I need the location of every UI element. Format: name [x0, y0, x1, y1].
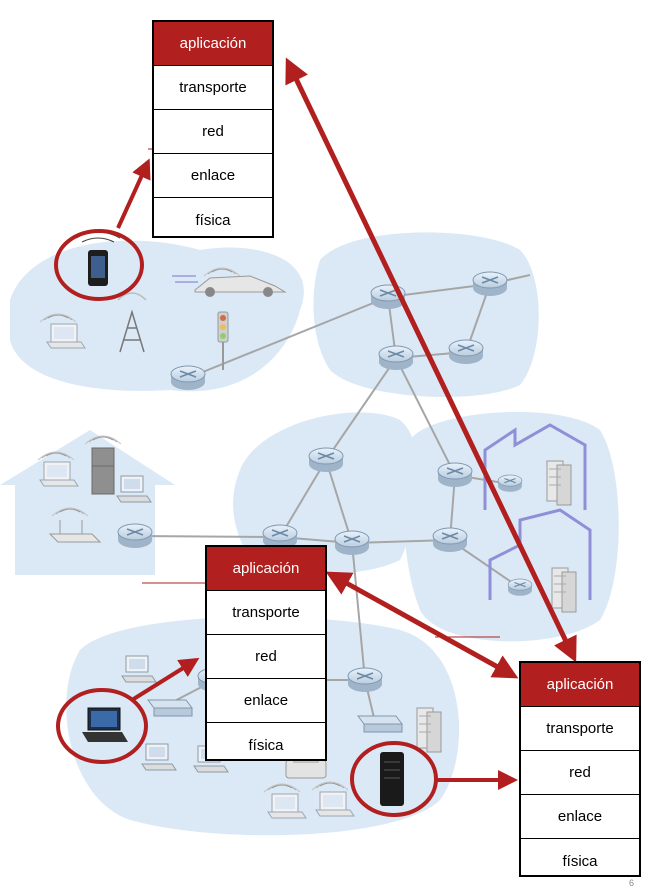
router — [117, 523, 153, 549]
layer-transport: transporte — [154, 66, 272, 110]
layer-physical: física — [195, 211, 231, 229]
communication-arrows — [116, 57, 577, 790]
layer-network: red — [154, 110, 272, 154]
server-icon — [380, 752, 404, 806]
protocol-stack-middle: aplicación transporte red enlace física — [205, 545, 327, 761]
router — [347, 667, 383, 693]
refrigerator-icon — [91, 447, 115, 495]
car-icon — [172, 275, 287, 297]
traffic-light-icon — [217, 311, 229, 370]
router — [308, 447, 344, 473]
layer-link: enlace — [154, 154, 272, 198]
router — [448, 339, 484, 365]
server-rack-icon — [551, 567, 577, 613]
layer-physical: física — [562, 852, 598, 870]
desktop-highlight-circle — [56, 688, 148, 764]
protocol-stack-top: aplicación transporte red enlace física — [152, 20, 274, 238]
server-rack-icon — [416, 707, 442, 753]
router — [437, 462, 473, 488]
layer-transport: transporte — [207, 591, 325, 635]
global-isp-region — [313, 232, 539, 397]
layer-link: enlace — [207, 679, 325, 723]
layer-link: enlace — [521, 795, 639, 839]
protocol-stack-bottom-right: aplicación transporte red enlace física — [519, 661, 641, 877]
router — [170, 365, 206, 391]
layer-transport: transporte — [521, 707, 639, 751]
layer-network: red — [207, 635, 325, 679]
router — [378, 345, 414, 371]
switch-icon — [147, 699, 403, 733]
arrow-phone-to-stack — [116, 158, 151, 229]
smartphone-highlight-circle — [54, 229, 144, 301]
layer-application: aplicación — [207, 547, 325, 591]
arrow-top-to-bottomright — [285, 57, 577, 663]
layer-application: aplicación — [521, 663, 639, 707]
router — [432, 527, 468, 553]
router — [507, 578, 533, 597]
arrow-desktop-to-stack — [130, 657, 200, 702]
router — [472, 271, 508, 297]
server-rack-icon — [546, 460, 572, 506]
router — [497, 474, 523, 493]
wireless-router-icon — [48, 520, 102, 543]
layer-physical: física — [248, 736, 284, 754]
arrow-middle-to-bottomright — [325, 571, 519, 679]
layer-network: red — [521, 751, 639, 795]
desktop-computer-icon — [82, 707, 128, 742]
cell-tower-icon — [117, 292, 147, 353]
layer-application: aplicación — [154, 22, 272, 66]
smartphone-icon — [75, 231, 121, 286]
router — [334, 530, 370, 556]
page-number: 6 — [628, 878, 634, 888]
